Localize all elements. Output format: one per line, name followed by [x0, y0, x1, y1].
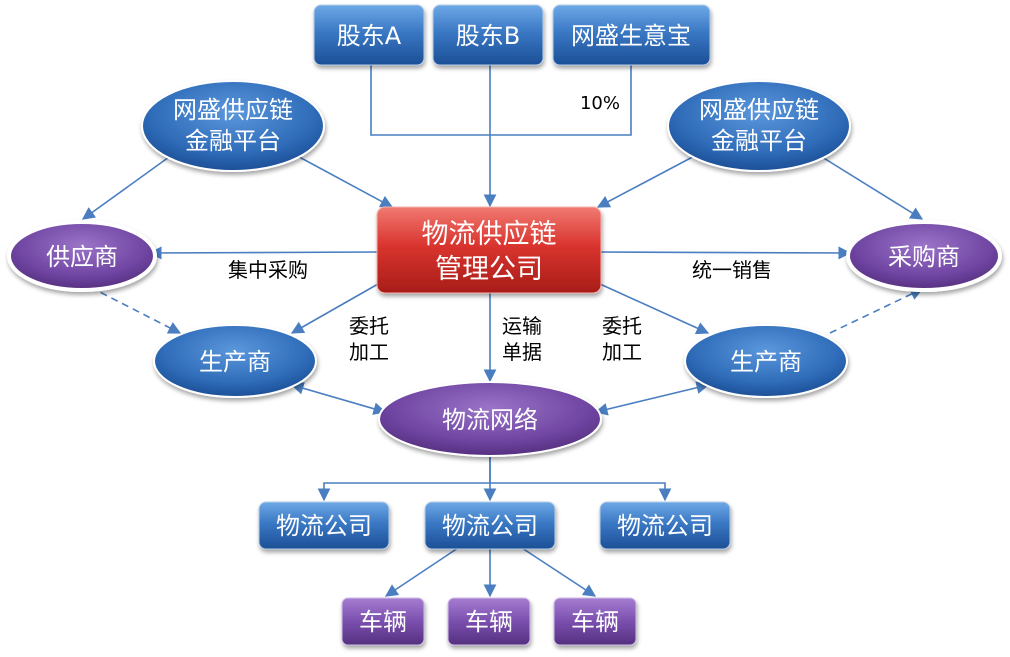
- vehicle-2-label: 车辆: [465, 608, 513, 636]
- producer-right-label: 生产商: [730, 348, 802, 376]
- transport-line1: 运输: [502, 314, 542, 338]
- edge-shareholder-c: [490, 63, 632, 136]
- edge-center-producer-left: [290, 283, 379, 334]
- transport-line2: 单据: [502, 340, 542, 364]
- edge-company-vehicle-1: [384, 547, 459, 597]
- logistics-company-2-node[interactable]: 物流公司: [424, 501, 556, 550]
- entrust-left-line1: 委托: [349, 314, 389, 338]
- purchaser-node[interactable]: 采购商: [846, 220, 1002, 292]
- edge-center-purchaser: [597, 246, 852, 260]
- edge-finance-right-purchaser: [813, 151, 924, 220]
- logistics-company-1-node[interactable]: 物流公司: [258, 501, 390, 550]
- shareholder-c-label: 网盛生意宝: [571, 22, 691, 50]
- logistics-company-1-label: 物流公司: [276, 512, 372, 540]
- finance-platform-left-node[interactable]: 网盛供应链 金融平台: [141, 80, 325, 172]
- unified-sales-label: 统一销售: [692, 258, 772, 282]
- central-purchase-label: 集中采购: [228, 258, 308, 282]
- finance-platform-right-node[interactable]: 网盛供应链 金融平台: [667, 80, 851, 172]
- supplier-node[interactable]: 供应商: [7, 220, 157, 292]
- edge-logistics-company-3: [490, 482, 672, 502]
- shareholder-c-node[interactable]: 网盛生意宝: [552, 4, 711, 66]
- shareholder-b-node[interactable]: 股东B: [432, 4, 544, 66]
- logistics-company-2-label: 物流公司: [442, 512, 538, 540]
- vehicle-3-label: 车辆: [571, 608, 619, 636]
- center-line1: 物流供应链: [422, 219, 557, 250]
- supplier-label: 供应商: [46, 243, 118, 271]
- finance-right-line1: 网盛供应链: [699, 96, 819, 124]
- edge-producer-purchaser: [829, 288, 924, 334]
- finance-left-line1: 网盛供应链: [173, 96, 293, 124]
- vehicle-1-label: 车辆: [359, 608, 407, 636]
- edge-shareholder-a: [370, 63, 490, 136]
- center-line2: 管理公司: [435, 254, 543, 285]
- edge-company-vehicle-3: [521, 547, 597, 597]
- shareholder-a-node[interactable]: 股东A: [313, 4, 425, 66]
- entrust-right-line1: 委托: [602, 314, 642, 338]
- entrust-left-line2: 加工: [349, 340, 389, 364]
- entrust-right-line2: 加工: [602, 340, 642, 364]
- producer-left-node[interactable]: 生产商: [153, 324, 317, 398]
- producer-right-node[interactable]: 生产商: [684, 324, 848, 398]
- shareholder-b-label: 股东B: [456, 22, 520, 50]
- logistics-network-node[interactable]: 物流网络: [378, 381, 602, 457]
- stake-percent-label: 10%: [580, 93, 620, 114]
- edge-logistics-producer-left: [290, 382, 387, 415]
- edge-center-supplier: [148, 246, 381, 260]
- logistics-network-label: 物流网络: [442, 406, 538, 434]
- center-company-node[interactable]: 物流供应链 管理公司: [376, 206, 602, 294]
- edge-center-producer-right: [599, 283, 710, 335]
- producer-left-label: 生产商: [199, 348, 271, 376]
- logistics-company-3-node[interactable]: 物流公司: [599, 501, 731, 550]
- finance-right-line2: 金融平台: [711, 127, 807, 155]
- vehicle-1-node[interactable]: 车辆: [341, 597, 425, 646]
- edge-supplier-producer: [89, 286, 182, 334]
- edge-logistics-company-1: [317, 455, 491, 502]
- vehicle-2-node[interactable]: 车辆: [447, 597, 531, 646]
- logistics-company-3-label: 物流公司: [617, 512, 713, 540]
- edge-finance-left-supplier: [81, 151, 177, 220]
- edge-logistics-producer-right: [594, 381, 710, 416]
- edge-finance-left-center: [289, 151, 394, 208]
- purchaser-label: 采购商: [888, 243, 960, 271]
- finance-left-line2: 金融平台: [185, 127, 281, 155]
- vehicle-3-node[interactable]: 车辆: [553, 597, 637, 646]
- edge-finance-right-center: [596, 151, 703, 208]
- shareholder-a-label: 股东A: [337, 22, 402, 50]
